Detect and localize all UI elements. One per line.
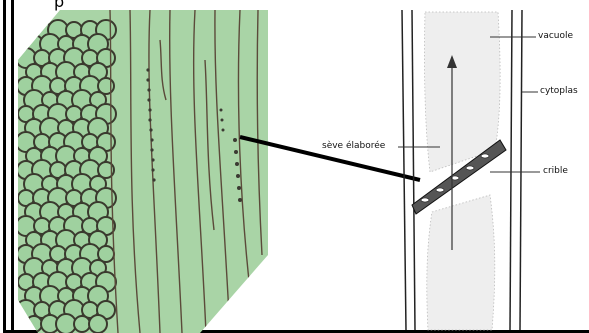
parenchyma-cells bbox=[16, 20, 116, 333]
cell bbox=[26, 316, 42, 332]
label-seve: sève élaborée bbox=[322, 141, 385, 151]
cell bbox=[74, 316, 90, 332]
cell bbox=[56, 314, 76, 333]
label-crible: crible bbox=[543, 166, 568, 176]
cell bbox=[89, 315, 107, 333]
label-cytoplasm: cytoplas bbox=[540, 86, 578, 96]
label-vacuole: vacuole bbox=[538, 31, 573, 41]
micrograph-photo bbox=[0, 0, 280, 333]
cell bbox=[18, 22, 34, 38]
